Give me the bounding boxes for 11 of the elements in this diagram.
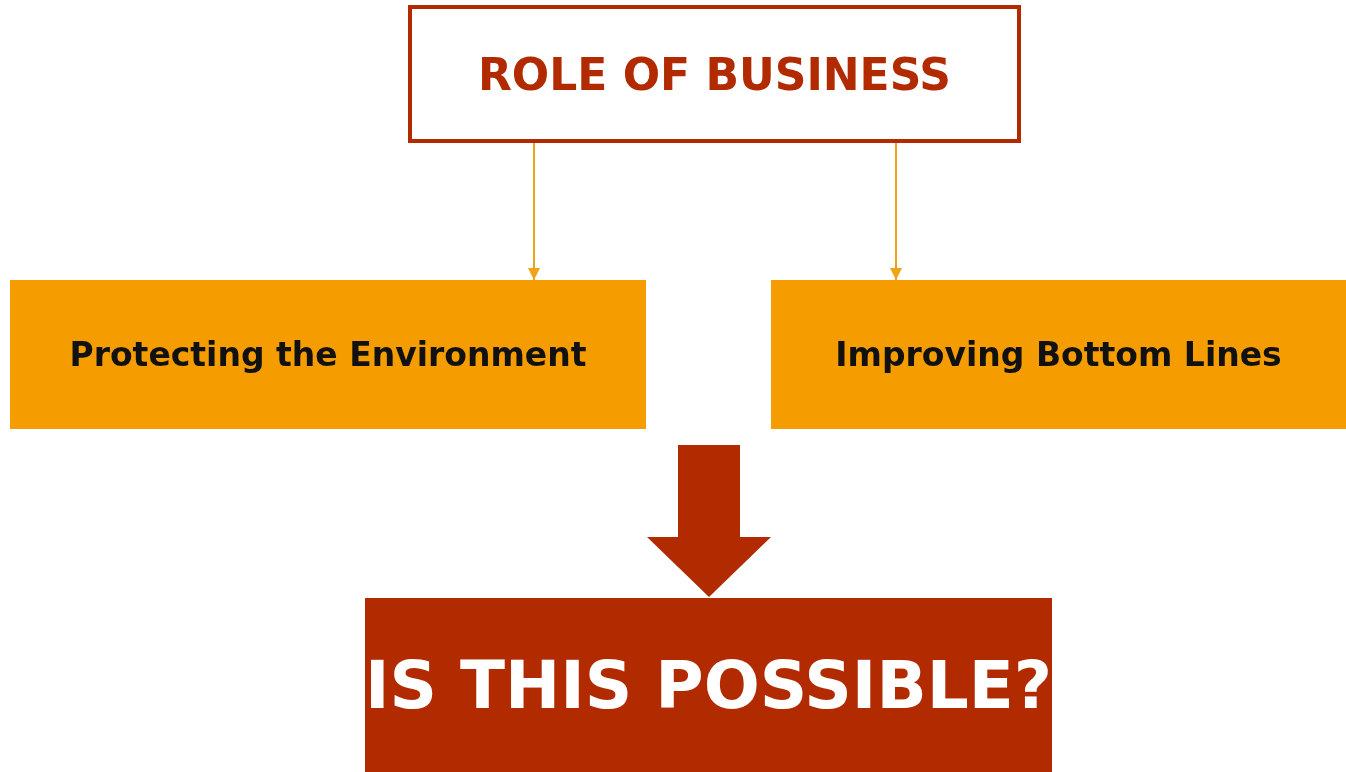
title-box (408, 5, 1021, 143)
box-label: Improving Bottom Lines (835, 335, 1282, 374)
topic-box (771, 280, 1346, 429)
box-label: ROLE OF BUSINESS (477, 48, 952, 100)
box-label: Protecting the Environment (69, 335, 587, 374)
arrow (528, 142, 540, 281)
block-arrow (647, 445, 771, 597)
topic-box (10, 280, 646, 429)
box-label: IS THIS POSSIBLE? (364, 646, 1053, 724)
question-box (365, 598, 1052, 772)
arrow (890, 142, 902, 281)
